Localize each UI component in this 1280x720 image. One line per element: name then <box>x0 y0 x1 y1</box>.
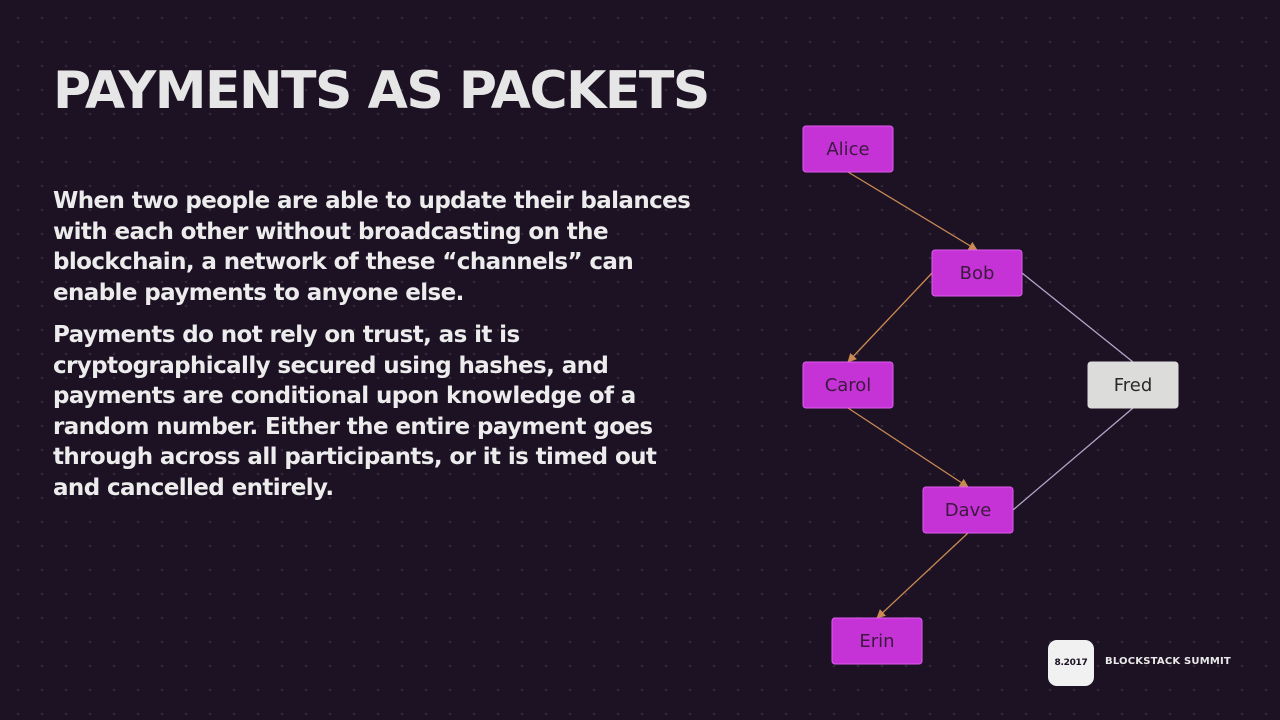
node-erin-label: Erin <box>859 631 894 652</box>
node-erin-box <box>831 617 923 665</box>
edge-dave-erin <box>876 532 969 619</box>
node-dave-label: Dave <box>945 500 992 521</box>
summit-badge: 8.2017 <box>1048 640 1094 686</box>
paragraph-trust: Payments do not rely on trust, as it is … <box>53 322 657 501</box>
paragraph-channels: When two people are able to update their… <box>53 188 691 306</box>
node-bob-label: Bob <box>960 263 995 284</box>
node-dave-box <box>922 486 1014 534</box>
summit-badge-text: 8.2017 <box>1054 658 1088 668</box>
node-bob: Bob <box>931 249 1023 297</box>
edge-bob-carol <box>847 272 933 363</box>
node-alice: Alice <box>802 125 894 173</box>
node-fred-box <box>1087 361 1179 409</box>
edge-alice-bob <box>847 171 978 251</box>
body-text: When two people are able to update their… <box>53 186 733 503</box>
node-alice-label: Alice <box>826 139 869 160</box>
node-fred-label: Fred <box>1114 375 1153 396</box>
slide-title: PAYMENTS AS PACKETS <box>53 61 710 121</box>
edge-carol-dave <box>847 407 969 488</box>
node-erin: Erin <box>831 617 923 665</box>
node-bob-box <box>931 249 1023 297</box>
node-dave: Dave <box>922 486 1014 534</box>
edge-bob-fred <box>1021 272 1134 363</box>
node-alice-box <box>802 125 894 173</box>
edge-fred-dave <box>1012 407 1134 511</box>
node-fred: Fred <box>1087 361 1179 409</box>
summit-label: BLOCKSTACK SUMMIT <box>1105 656 1231 667</box>
edges-layer <box>847 171 1134 619</box>
node-carol-label: Carol <box>825 375 872 396</box>
node-carol-box <box>802 361 894 409</box>
node-carol: Carol <box>802 361 894 409</box>
